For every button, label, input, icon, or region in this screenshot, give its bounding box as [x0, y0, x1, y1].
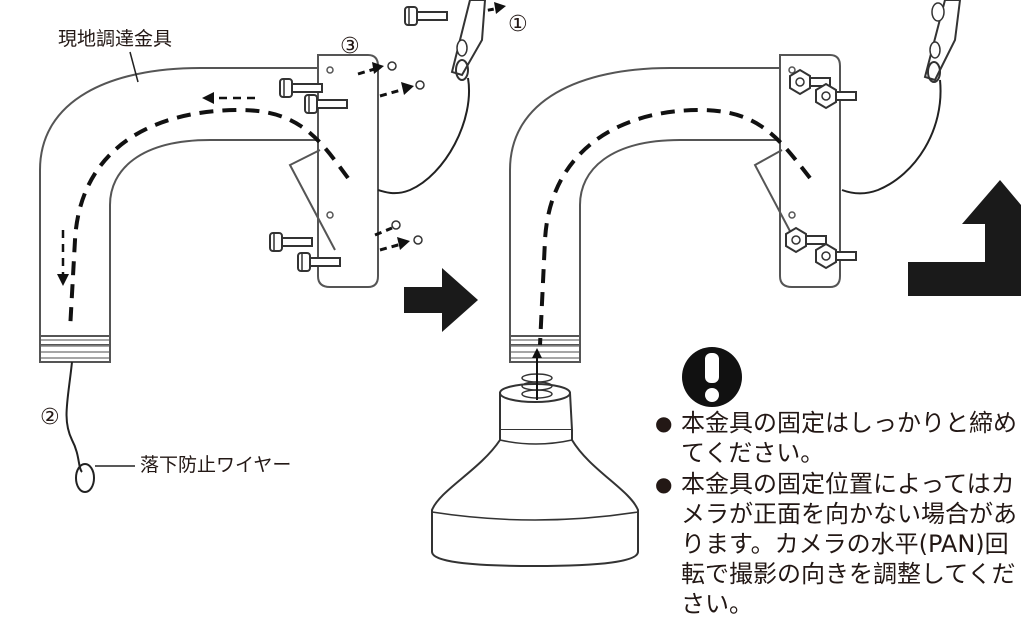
left-safety-wire [377, 77, 470, 195]
right-arrow-icon [404, 268, 478, 332]
caution-note-1: ● 本金具の固定はしっかりと締めてください。 [655, 408, 1021, 468]
caution-note-2: ● 本金具の固定位置によってはカメラが正面を向かない場合があります。カメラの水平… [655, 469, 1021, 619]
camera-mount-base [431, 348, 639, 568]
up-turn-arrow-icon [908, 180, 1021, 296]
caution-note-text: 本金具の固定はしっかりと締めてください。 [681, 409, 1017, 467]
exclamation-warning-icon [682, 347, 742, 407]
bracket-label: 現地調達金具 [58, 28, 173, 50]
caution-notes: ● 本金具の固定はしっかりと締めてください。 ● 本金具の固定位置によってはカメ… [655, 408, 1021, 620]
left-bracket-assembly [39, 0, 506, 493]
right-cable-route [538, 107, 812, 346]
caution-note-text: 本金具の固定位置によってはカメラが正面を向かない場合があります。カメラの水平(P… [681, 470, 1017, 618]
bullet-icon: ● [655, 411, 673, 435]
left-cable-route [68, 107, 350, 331]
bullet-icon: ● [655, 472, 673, 496]
step-1-marker: ① [508, 12, 528, 37]
left-pipe-arm [39, 67, 319, 346]
left-wall-plate [317, 54, 379, 288]
step-2-marker: ② [40, 405, 60, 430]
wire-label: 落下防止ワイヤー [140, 454, 292, 476]
step-3-marker: ③ [340, 34, 360, 59]
right-safety-wire [841, 79, 942, 195]
right-bracket-assembly [431, 0, 962, 568]
right-pipe-arm [509, 67, 781, 346]
